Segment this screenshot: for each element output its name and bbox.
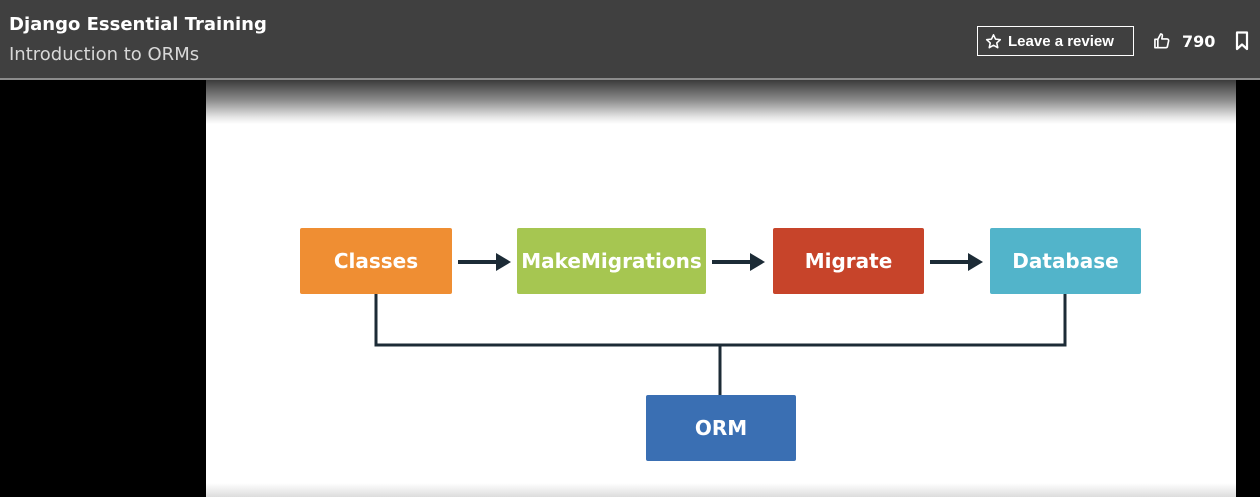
video-header-overlay bbox=[0, 0, 1260, 80]
header-divider bbox=[0, 78, 1260, 80]
thumbs-up-icon bbox=[1152, 31, 1172, 51]
leave-review-label: Leave a review bbox=[1008, 32, 1114, 50]
lesson-title: Introduction to ORMs bbox=[9, 44, 200, 65]
leave-review-button[interactable]: Leave a review bbox=[977, 26, 1134, 56]
header-fade bbox=[206, 80, 1236, 124]
bookmark-icon[interactable] bbox=[1235, 31, 1249, 51]
like-button[interactable]: 790 bbox=[1152, 28, 1215, 54]
diagram-box-orm: ORM bbox=[646, 395, 796, 461]
diagram-box-makemigrations: MakeMigrations bbox=[517, 228, 706, 294]
diagram-box-classes: Classes bbox=[300, 228, 452, 294]
diagram-box-database: Database bbox=[990, 228, 1141, 294]
diagram-box-migrate: Migrate bbox=[773, 228, 924, 294]
star-icon bbox=[985, 33, 1002, 50]
slide-bottom-fade bbox=[206, 483, 1236, 497]
course-title[interactable]: Django Essential Training bbox=[9, 14, 267, 35]
like-count: 790 bbox=[1182, 31, 1216, 51]
